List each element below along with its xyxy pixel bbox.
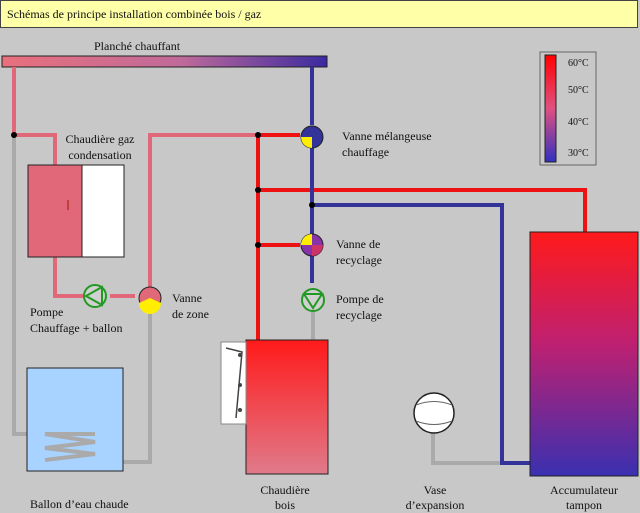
label-chaudiere-gaz-1: Chaudière gaz	[65, 132, 135, 146]
chaudiere-gaz-body	[27, 164, 83, 258]
label-pompe-recyclage-1: Pompe de	[336, 292, 384, 306]
label-vanne-zone-1: Vanne	[172, 291, 202, 305]
title-bar: Schémas de principe installation combiné…	[0, 0, 638, 28]
page-title: Schémas de principe installation combiné…	[7, 7, 262, 21]
chaudiere-bois	[245, 339, 329, 475]
legend-tick-40: 40°C	[568, 117, 589, 128]
label-chaudiere-bois-2: bois	[274, 498, 295, 512]
warm-pipes	[12, 67, 258, 298]
label-pompe-recyclage-2: recyclage	[336, 308, 382, 322]
label-ballon: Ballon d’eau chaude	[30, 497, 129, 511]
label-pompe-chauffage-2: Chauffage + ballon	[30, 321, 123, 335]
accumulateur-tampon	[529, 231, 639, 477]
vase-expansion	[413, 392, 455, 434]
label-vanne-melangeuse-1: Vanne mélangeuse	[342, 129, 432, 143]
label-vanne-zone-2: de zone	[172, 307, 209, 321]
label-vanne-recyclage-1: Vanne de	[336, 237, 381, 251]
hot-pipes	[256, 133, 587, 345]
ballon-serpentin	[44, 432, 96, 462]
label-chaudiere-bois-1: Chaudière	[260, 483, 310, 497]
vanne-melangeuse-icon	[300, 125, 324, 149]
legend-tick-30: 30°C	[568, 148, 589, 159]
pompe-chauffage-icon	[83, 284, 107, 308]
chaudiere-gaz-side	[81, 164, 125, 258]
legend-frame	[539, 51, 597, 166]
pompe-recyclage-icon	[301, 288, 325, 312]
label-vanne-recyclage-2: recyclage	[336, 253, 382, 267]
label-accumulateur-2: tampon	[566, 498, 602, 512]
label-pompe-chauffage-1: Pompe	[30, 305, 64, 319]
plancher-chauffant	[1, 55, 328, 68]
label-accumulateur-1: Accumulateur	[550, 483, 618, 497]
legend-tick-50: 50°C	[568, 85, 589, 96]
ballon-eau-chaude	[26, 367, 124, 472]
label-vase-1: Vase	[423, 483, 447, 497]
chaudiere-bois-door	[220, 341, 247, 425]
label-vase-2: d’expansion	[405, 498, 465, 512]
vanne-recyclage-icon	[300, 233, 324, 257]
label-chaudiere-gaz-2: condensation	[68, 148, 132, 162]
legend-tick-60: 60°C	[568, 58, 589, 69]
label-plancher: Planché chauffant	[94, 39, 181, 53]
legend-colorbar	[544, 54, 557, 163]
vanne-zone-icon	[138, 286, 162, 314]
cold-pipes	[310, 67, 540, 465]
label-vanne-melangeuse-2: chauffage	[342, 145, 390, 159]
